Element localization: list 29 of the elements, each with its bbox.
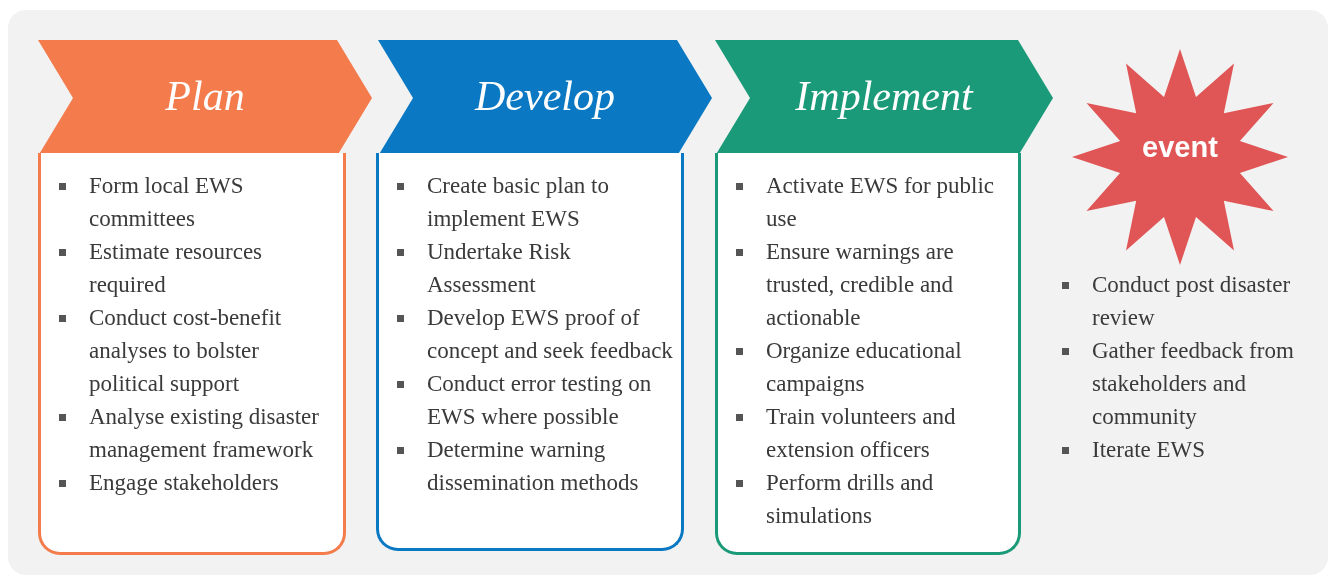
bullet-item: Train volunteers and extension officers — [726, 400, 1010, 466]
starburst-shape — [1070, 47, 1290, 267]
step-title: Plan — [164, 72, 246, 120]
event-label: event — [1141, 131, 1219, 164]
step-card — [376, 153, 684, 551]
chevron-banner — [38, 40, 372, 156]
chevron-banner — [715, 40, 1053, 156]
bullet-item: Perform drills and simulations — [726, 466, 1010, 532]
bullet-item: Conduct error testing on EWS where possible — [387, 367, 673, 433]
chevron-banner — [378, 40, 712, 156]
step-title: Develop — [473, 72, 616, 120]
bullet-item: Develop EWS proof of concept and seek feedback — [387, 301, 673, 367]
bullet-item: Engage stakeholders — [49, 466, 335, 499]
bullet-item: Conduct cost-benefit analyses to bolster political support — [49, 301, 335, 400]
bullet-item: Determine warning dissemination methods — [387, 433, 673, 499]
bullet-item: Form local EWS committees — [49, 169, 335, 235]
step-card — [38, 153, 346, 555]
step-title: Implement — [794, 72, 975, 120]
bullet-item: Undertake Risk Assessment — [387, 235, 673, 301]
bullet-item: Iterate EWS — [1052, 433, 1307, 466]
bullet-item: Organize educational campaigns — [726, 334, 1010, 400]
bullet-item: Analyse existing disaster management framework — [49, 400, 335, 466]
bullet-item: Conduct post disaster review — [1052, 268, 1307, 334]
step-card — [715, 153, 1021, 555]
bullet-item: Create basic plan to implement EWS — [387, 169, 673, 235]
bullet-item: Gather feedback from stakeholders and community — [1052, 334, 1307, 433]
bullet-item: Estimate resources required — [49, 235, 335, 301]
bullet-item: Activate EWS for public use — [726, 169, 1010, 235]
bullet-item: Ensure warnings are trusted, credible and actionable — [726, 235, 1010, 334]
